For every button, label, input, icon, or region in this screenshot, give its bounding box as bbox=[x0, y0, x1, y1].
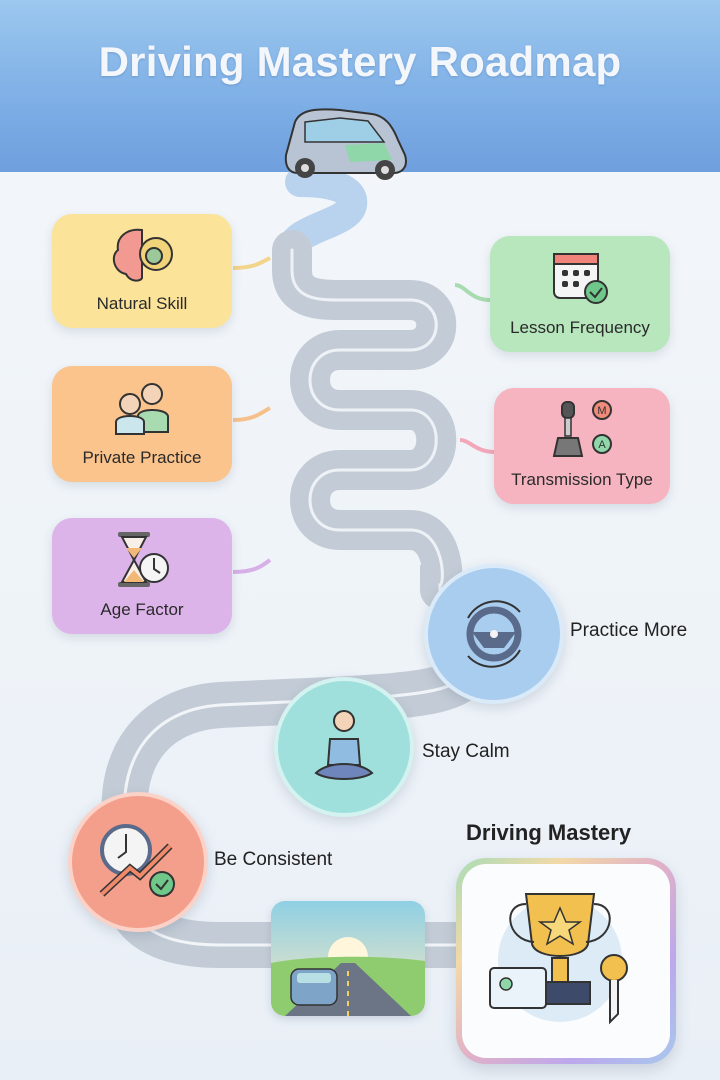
open-road-sunrise-icon bbox=[271, 901, 425, 1016]
step-label: Be Consistent bbox=[214, 849, 333, 870]
steering-wheel-icon bbox=[466, 600, 522, 668]
clock-growth-icon bbox=[99, 824, 175, 897]
trophy-license-key-icon bbox=[489, 893, 628, 1025]
step-label: Stay Calm bbox=[422, 741, 510, 762]
factor-card-natural-skill[interactable]: Natural Skill bbox=[52, 214, 232, 328]
hourglass-clock-icon bbox=[118, 532, 169, 587]
factor-label: Private Practice bbox=[82, 448, 202, 467]
factor-label: Lesson Frequency bbox=[510, 318, 650, 337]
step-be-consistent[interactable] bbox=[68, 792, 208, 932]
step-label: Practice More bbox=[570, 620, 688, 641]
goal-title: Driving Mastery bbox=[466, 820, 632, 845]
step-practice-more[interactable] bbox=[424, 564, 564, 704]
factor-label: Natural Skill bbox=[96, 294, 188, 313]
factor-label: Transmission Type bbox=[511, 470, 653, 489]
factor-card-age-factor[interactable]: Age Factor bbox=[52, 518, 232, 634]
brain-gear-icon bbox=[112, 228, 173, 282]
factor-card-private-practice[interactable]: Private Practice bbox=[52, 366, 232, 482]
open-road-scene bbox=[271, 901, 425, 1016]
car-icon bbox=[284, 108, 407, 180]
meditation-icon bbox=[314, 710, 374, 780]
learner-instructor-icon bbox=[115, 383, 169, 435]
svg-text:A: A bbox=[598, 439, 606, 451]
step-stay-calm[interactable] bbox=[274, 677, 414, 817]
svg-text:M: M bbox=[597, 405, 606, 417]
goal-card[interactable] bbox=[456, 858, 676, 1064]
gear-shift-icon: M A bbox=[552, 400, 612, 457]
factor-card-transmission-type[interactable]: M A Transmission Type bbox=[494, 388, 670, 504]
calendar-check-icon bbox=[553, 253, 608, 304]
page-title: Driving Mastery Roadmap bbox=[98, 38, 622, 85]
factor-card-lesson-frequency[interactable]: Lesson Frequency bbox=[490, 236, 670, 352]
factor-label: Age Factor bbox=[100, 600, 184, 619]
